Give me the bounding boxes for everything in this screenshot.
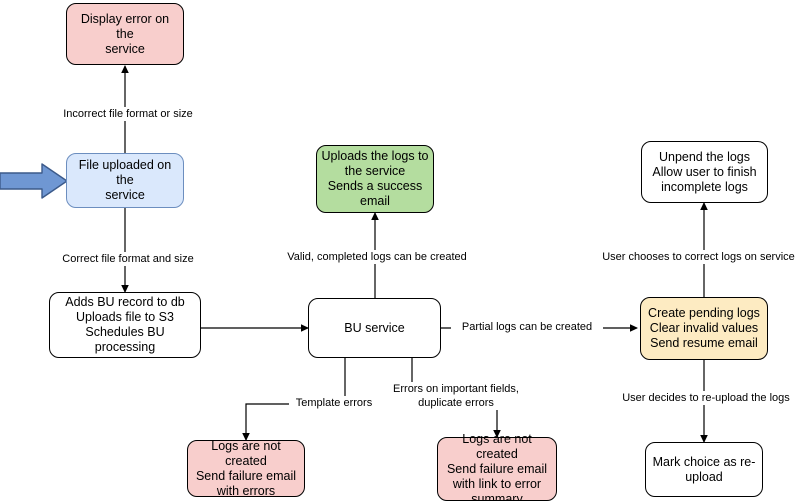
entry-block-arrow xyxy=(0,163,68,199)
edge-label-template-errors: Template errors xyxy=(289,396,379,410)
node-file-uploaded[interactable]: File uploaded on the service xyxy=(66,153,184,208)
edge-label-correct-format: Correct file format and size xyxy=(50,252,206,266)
node-adds-bu-record[interactable]: Adds BU record to db Uploads file to S3 … xyxy=(49,292,201,358)
node-bu-service[interactable]: BU service xyxy=(308,298,441,358)
edge-label-incorrect-format: Incorrect file format or size xyxy=(50,107,206,121)
edge-label-partial-logs: Partial logs can be created xyxy=(451,320,603,334)
node-logs-not-created-errors[interactable]: Logs are not created Send failure email … xyxy=(187,439,305,498)
node-create-pending-logs[interactable]: Create pending logs Clear invalid values… xyxy=(640,297,768,360)
node-display-error[interactable]: Display error on the service xyxy=(66,3,184,65)
node-mark-choice-reupload[interactable]: Mark choice as re- upload xyxy=(645,442,763,497)
node-unpend-logs[interactable]: Unpend the logs Allow user to finish inc… xyxy=(641,141,768,203)
edge-label-important-field-errors: Errors on important fields, duplicate er… xyxy=(390,382,522,410)
edge-label-user-corrects: User chooses to correct logs on service xyxy=(592,250,801,264)
edge-label-user-reuploads: User decides to re-upload the logs xyxy=(609,391,801,405)
node-uploads-logs[interactable]: Uploads the logs to the service Sends a … xyxy=(316,145,434,213)
edge-label-valid-logs: Valid, completed logs can be created xyxy=(277,250,477,264)
node-logs-not-created-summary[interactable]: Logs are not created Send failure email … xyxy=(437,432,557,501)
